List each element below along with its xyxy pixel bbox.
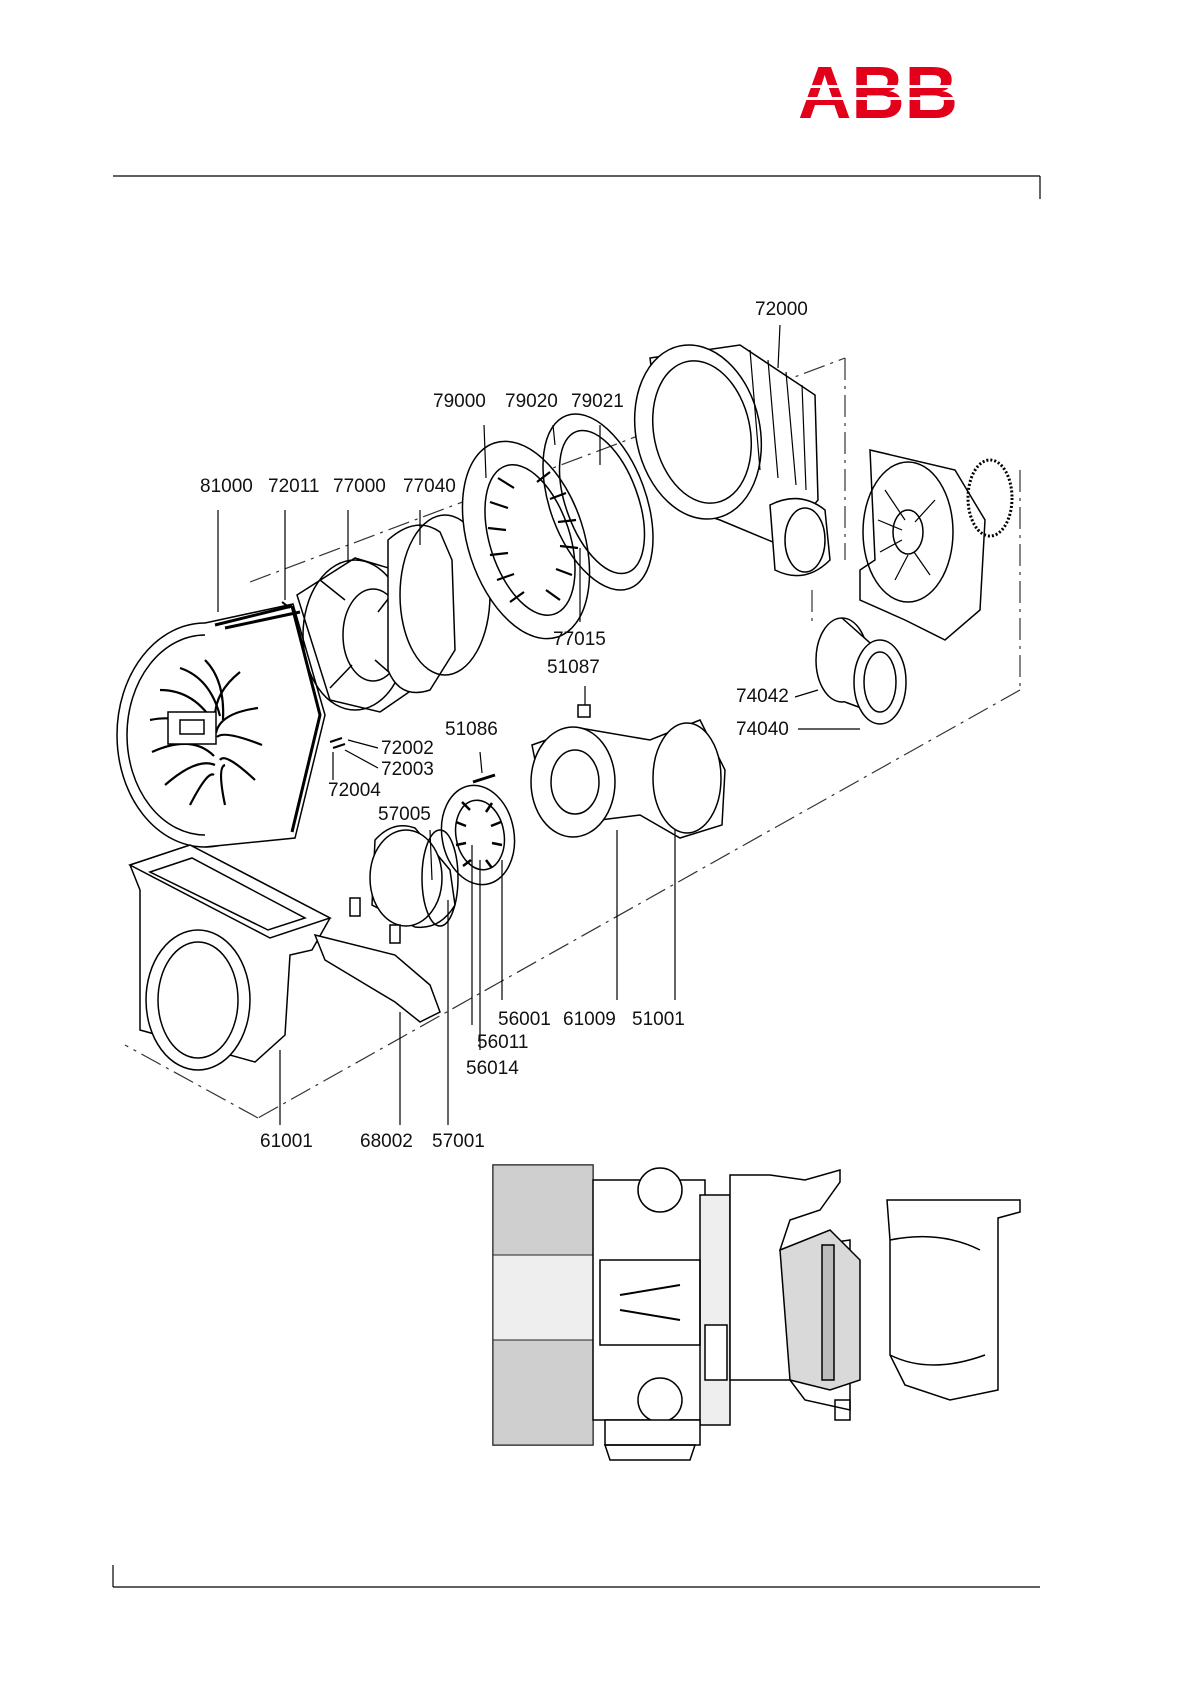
- air-filter-silencer: [117, 604, 325, 847]
- part-label-74040: 74040: [736, 719, 789, 740]
- part-label-68002: 68002: [360, 1131, 413, 1152]
- part-label-77015: 77015: [553, 629, 606, 650]
- abb-logo-text: ABB: [798, 51, 958, 134]
- part-label-61001: 61001: [260, 1131, 313, 1152]
- part-label-72002: 72002: [381, 738, 434, 759]
- header-rule: [113, 176, 1040, 199]
- compensator-elbow: [816, 618, 906, 724]
- gas-inlet-casing: [130, 845, 330, 1070]
- part-label-57005: 57005: [378, 804, 431, 825]
- footer-rule: [113, 1565, 1040, 1587]
- part-label-74042: 74042: [736, 686, 789, 707]
- part-label-56014: 56014: [466, 1058, 519, 1079]
- part-label-77040: 77040: [403, 476, 456, 497]
- abb-logo: ABB: [792, 51, 964, 134]
- sectional-view: [493, 1165, 1020, 1460]
- part-label-72004: 72004: [328, 780, 381, 801]
- part-label-72011: 72011: [268, 476, 319, 497]
- part-label-51086: 51086: [445, 719, 498, 740]
- nozzle-ring: [439, 425, 612, 655]
- part-label-56001: 56001: [498, 1009, 551, 1030]
- part-label-77000: 77000: [333, 476, 386, 497]
- part-label-56011: 56011: [477, 1032, 528, 1053]
- turbine-casing: [531, 720, 725, 838]
- part-label-72003: 72003: [381, 759, 434, 780]
- part-label-72000: 72000: [755, 299, 808, 320]
- part-label-79021: 79021: [571, 391, 624, 412]
- part-label-51001: 51001: [632, 1009, 685, 1030]
- part-label-61009: 61009: [563, 1009, 616, 1030]
- part-label-57001: 57001: [432, 1131, 485, 1152]
- part-label-81000: 81000: [200, 476, 253, 497]
- part-label-51087: 51087: [547, 657, 600, 678]
- part-label-79020: 79020: [505, 391, 558, 412]
- gas-outlet-casing: [619, 333, 830, 576]
- part-label-79000: 79000: [433, 391, 486, 412]
- bearing-casing-wheel: [860, 450, 1012, 640]
